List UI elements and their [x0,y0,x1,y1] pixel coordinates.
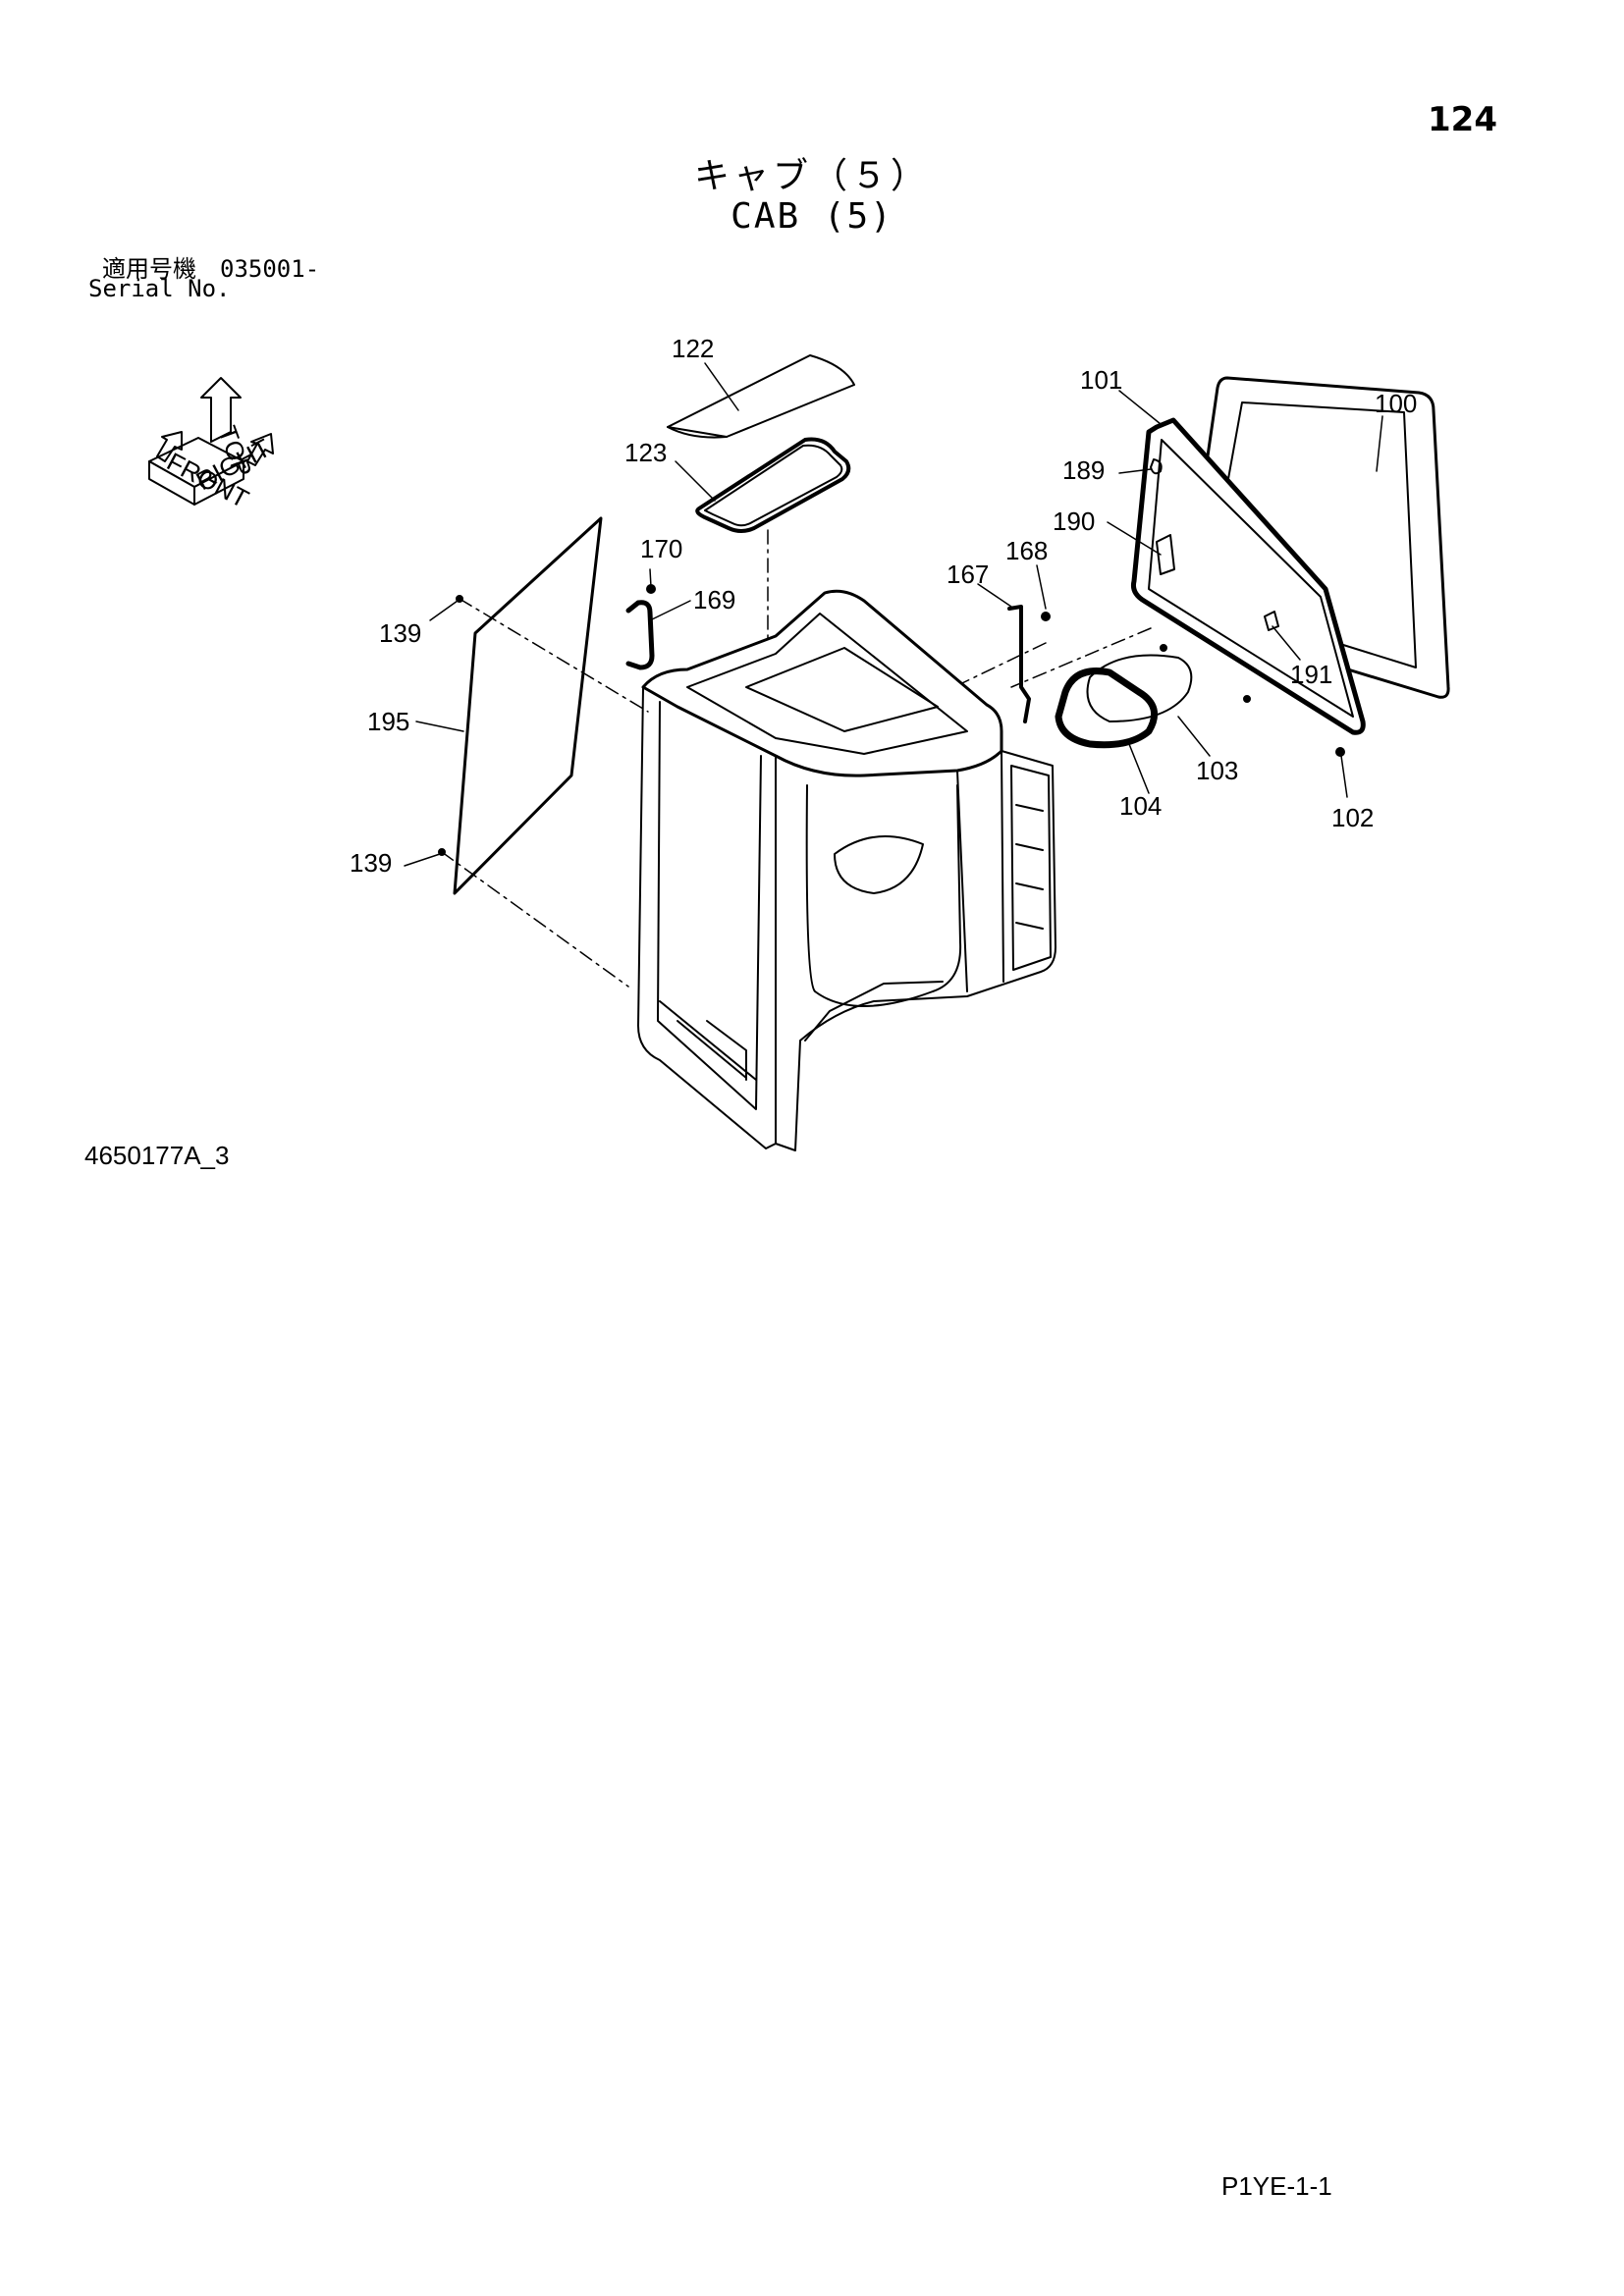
part-189-clip [1150,458,1163,475]
callout-104: 104 [1119,791,1162,821]
callout-139-upper: 139 [379,618,421,648]
page-code: P1YE-1-1 [1221,2171,1332,2201]
callout-139-lower: 139 [350,848,392,878]
callout-190: 190 [1053,507,1095,536]
callout-123: 123 [624,438,667,467]
callout-100: 100 [1375,389,1417,418]
page-number: 124 [1428,100,1497,139]
serial-label-japanese: 適用号機 035001- [102,255,320,283]
callout-195: 195 [367,707,409,736]
callout-191: 191 [1290,660,1332,689]
callout-labels: 122 123 101 100 189 190 170 169 167 168 … [350,334,1417,878]
leader-lines [404,362,1383,867]
part-195-glass-panel [453,516,603,895]
callout-122: 122 [672,334,714,363]
title-japanese: キャブ（５） [693,156,930,196]
part-123-roof-seal [695,437,851,533]
callout-169: 169 [693,585,735,614]
fasteners [438,584,1345,856]
callout-103: 103 [1196,756,1238,785]
callout-167: 167 [947,560,989,589]
part-104-weather-strip [1055,667,1159,749]
callout-168: 168 [1005,536,1048,565]
serial-label-english: Serial No. [88,275,231,302]
part-101-window-seal [1131,417,1366,735]
part-167-handrail [1007,605,1031,723]
part-190-latch [1156,534,1175,575]
cab-frame [637,589,1056,1151]
part-169-handrail [625,600,655,670]
title-english: CAB (5) [731,196,893,237]
callout-102: 102 [1331,803,1374,832]
callout-170: 170 [640,534,682,563]
callout-189: 189 [1062,455,1105,485]
part-122-roof-cover [667,354,855,439]
drawing-number: 4650177A_3 [84,1141,230,1170]
callout-101: 101 [1080,365,1122,395]
part-191-stopper [1264,611,1279,631]
orientation-icon: FRONT RIGHT TOP [148,377,275,513]
